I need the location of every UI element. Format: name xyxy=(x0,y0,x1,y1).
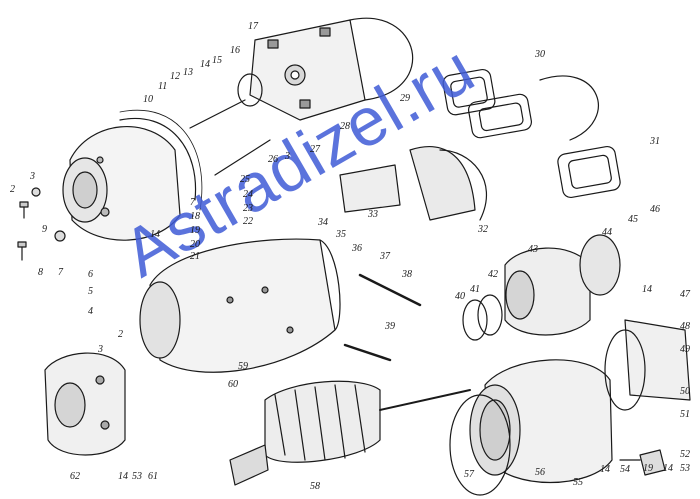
callout-27: 27 xyxy=(310,144,320,155)
end-plate-62 xyxy=(44,352,126,456)
callout-24: 24 xyxy=(243,189,253,200)
callout-14: 14 xyxy=(200,59,210,70)
callout-47: 47 xyxy=(680,289,690,300)
bolt-38 xyxy=(358,273,422,307)
callout-3-b: 3 xyxy=(285,151,290,162)
callout-9: 9 xyxy=(42,224,47,235)
callout-16: 16 xyxy=(230,45,240,56)
callout-53-b: 53 xyxy=(132,471,142,482)
callout-14-c: 14 xyxy=(642,284,652,295)
callout-44: 44 xyxy=(602,227,612,238)
callout-19: 19 xyxy=(190,225,200,236)
flange-50 xyxy=(624,319,691,401)
gasket-57 xyxy=(449,394,511,496)
callout-8: 8 xyxy=(38,267,43,278)
callout-26: 26 xyxy=(268,154,278,165)
rear-cover-56 xyxy=(469,359,613,483)
seal-ring-42 xyxy=(477,294,503,336)
callout-14-d: 14 xyxy=(663,463,673,474)
callout-49: 49 xyxy=(680,344,690,355)
callout-52: 52 xyxy=(680,449,690,460)
callout-15: 15 xyxy=(212,55,222,66)
callout-42: 42 xyxy=(488,269,498,280)
callout-14-b: 14 xyxy=(150,229,160,240)
callout-60: 60 xyxy=(228,379,238,390)
callout-25: 25 xyxy=(240,174,250,185)
callout-19-b: 19 xyxy=(643,463,653,474)
commutator-43 xyxy=(504,234,621,336)
armature-58 xyxy=(229,380,471,486)
stator-housing xyxy=(139,238,341,373)
washer-16 xyxy=(237,73,263,107)
callout-61: 61 xyxy=(148,471,158,482)
terminal-52 xyxy=(639,449,666,476)
callout-56: 56 xyxy=(535,467,545,478)
callout-13: 13 xyxy=(183,67,193,78)
callout-37: 37 xyxy=(380,251,390,262)
callout-35: 35 xyxy=(336,229,346,240)
callout-33: 33 xyxy=(368,209,378,220)
callout-17: 17 xyxy=(248,21,258,32)
screw-11-15 xyxy=(189,99,246,129)
callout-20: 20 xyxy=(190,239,200,250)
small-bolts-left xyxy=(17,187,66,261)
callout-43: 43 xyxy=(528,244,538,255)
pole-shoes-32-33 xyxy=(339,146,487,221)
callout-36: 36 xyxy=(352,243,362,254)
callout-59: 59 xyxy=(238,361,248,372)
callout-5: 5 xyxy=(88,286,93,297)
callout-41: 41 xyxy=(470,284,480,295)
bolt-39 xyxy=(343,343,392,362)
callout-54: 54 xyxy=(620,464,630,475)
callout-18: 18 xyxy=(190,211,200,222)
callout-21: 21 xyxy=(190,251,200,262)
bolt-25 xyxy=(214,139,271,176)
callout-58: 58 xyxy=(310,481,320,492)
callout-2: 2 xyxy=(10,184,15,195)
callout-48: 48 xyxy=(680,321,690,332)
end-cover-9 xyxy=(62,109,203,241)
callout-22: 22 xyxy=(243,216,253,227)
callout-14-e: 14 xyxy=(118,471,128,482)
seal-49 xyxy=(604,329,646,411)
callout-51: 51 xyxy=(680,409,690,420)
field-coils-30-31 xyxy=(442,68,621,199)
callout-6: 6 xyxy=(88,269,93,280)
callout-12: 12 xyxy=(170,71,180,82)
callout-7: 7 xyxy=(58,267,63,278)
callout-55: 55 xyxy=(573,477,583,488)
callout-50: 50 xyxy=(680,386,690,397)
callout-46: 46 xyxy=(650,204,660,215)
callout-62: 62 xyxy=(70,471,80,482)
callout-23: 23 xyxy=(243,203,253,214)
callout-40: 40 xyxy=(455,291,465,302)
callout-39: 39 xyxy=(385,321,395,332)
callout-38: 38 xyxy=(402,269,412,280)
callout-11: 11 xyxy=(158,81,168,92)
brush-holder-plate-28 xyxy=(249,17,414,121)
callout-45: 45 xyxy=(628,214,638,225)
callout-14-f: 14 xyxy=(600,464,610,475)
callout-2-b: 2 xyxy=(118,329,123,340)
callout-31: 31 xyxy=(650,136,660,147)
callout-57: 57 xyxy=(464,469,474,480)
callout-34: 34 xyxy=(318,217,328,228)
callout-4: 4 xyxy=(88,306,93,317)
callout-3: 3 xyxy=(30,171,35,182)
callout-29: 29 xyxy=(400,93,410,104)
callout-30: 30 xyxy=(535,49,545,60)
callout-10: 10 xyxy=(143,94,153,105)
callout-53: 53 xyxy=(680,463,690,474)
seal-ring-41 xyxy=(462,299,488,341)
callout-3-c: 3 xyxy=(98,344,103,355)
callout-28: 28 xyxy=(340,121,350,132)
callout-32: 32 xyxy=(478,224,488,235)
callout-7-b: 7 xyxy=(190,197,195,208)
